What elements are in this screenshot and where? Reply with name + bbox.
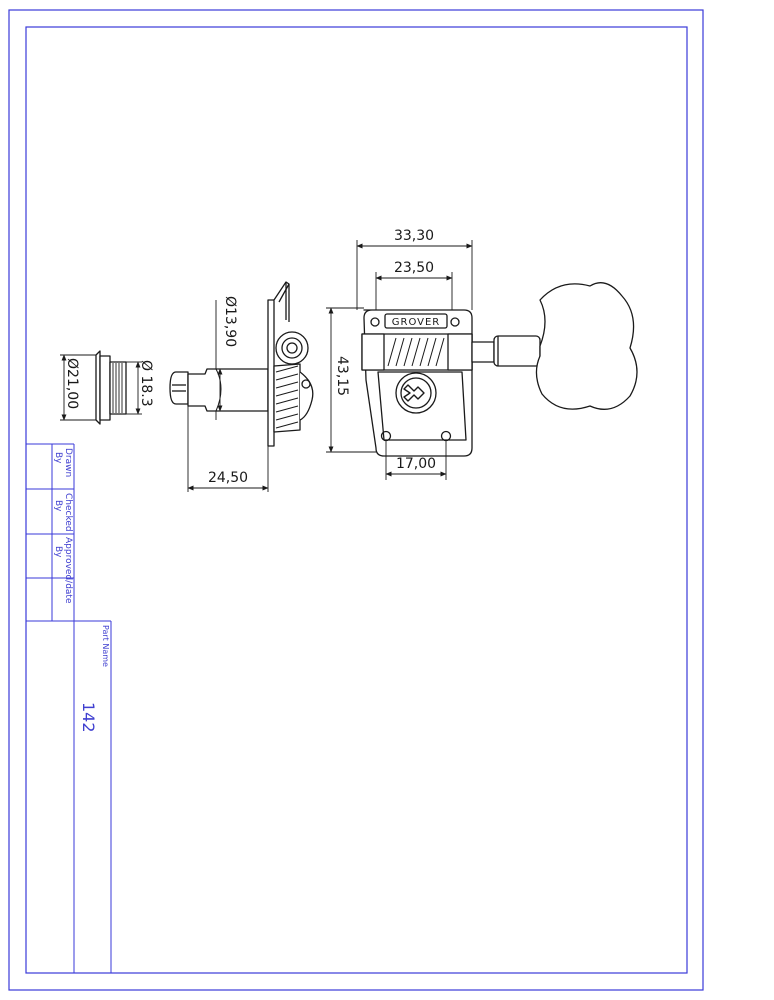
checked-label: Checked — [63, 493, 73, 532]
dim-bushing-inner: Ø 18.3 — [138, 360, 154, 407]
string-post-part — [169, 281, 314, 447]
title-block — [26, 443, 112, 973]
dim-housing-width: 33,30 — [394, 228, 434, 244]
tuner-drawing: GROVER — [95, 281, 638, 457]
outer-frame — [8, 9, 704, 991]
part-name-value: 142 — [79, 702, 98, 733]
dim-gear-width: 23,50 — [394, 260, 434, 276]
part-name-label: Part Name — [101, 625, 110, 667]
checked-by-label: By — [53, 500, 63, 512]
dimension-labels: Ø21,00 Ø 18.3 Ø13,90 24,50 33,30 23,50 4… — [64, 228, 436, 486]
brand-label: GROVER — [392, 317, 441, 328]
title-block-labels: Drawn By Checked By Approved/date By Par… — [53, 448, 110, 733]
drawn-by-label: By — [53, 452, 63, 464]
approved-label: Approved/date — [63, 537, 73, 604]
dimension-lines — [60, 240, 473, 492]
inner-frame — [25, 26, 688, 974]
dim-post-dia: Ø13,90 — [222, 296, 238, 347]
dim-bushing-outer: Ø21,00 — [64, 358, 80, 409]
dim-base-width: 17,00 — [396, 456, 436, 472]
dim-housing-height: 43,15 — [334, 356, 350, 396]
bushing-part — [95, 350, 127, 425]
dim-post-length: 24,50 — [208, 470, 248, 486]
approved-by-label: By — [53, 546, 63, 558]
housing-front-view: GROVER — [361, 282, 638, 457]
drawn-label: Drawn — [63, 448, 73, 477]
